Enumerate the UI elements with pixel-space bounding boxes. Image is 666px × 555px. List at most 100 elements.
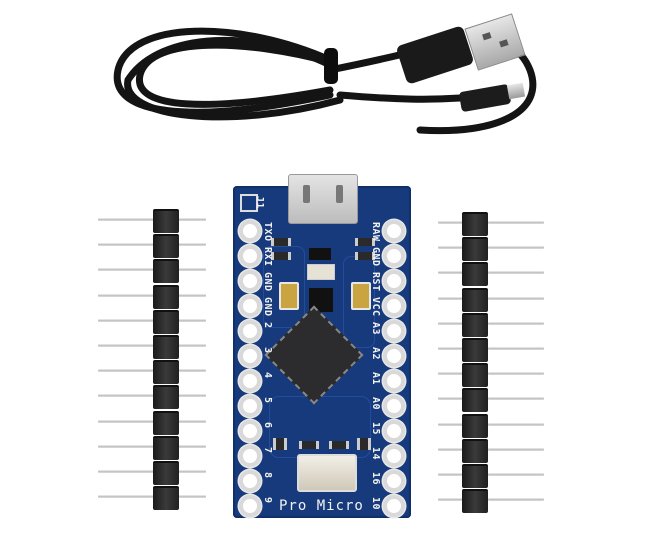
pin-label: 10 [370,497,381,511]
header-plastic-block [153,360,179,385]
header-plastic-block [462,464,488,488]
pin-hole [239,445,261,467]
smd-resistor [355,252,375,260]
header-plastic-block [153,309,179,334]
micro-usb-connector-plug [506,82,526,100]
board-title: Pro Micro [279,498,364,514]
header-plastic-block [462,237,488,262]
header-pin [96,234,206,259]
pin-hole [239,245,261,267]
header-pin [96,486,206,511]
pin-hole [383,320,405,342]
pin-label: 4 [262,372,273,379]
pin-label: RXI [262,247,273,267]
pin-label: TXO [262,222,273,242]
smd-resistor [271,252,291,260]
tantalum-capacitor-right [351,282,371,310]
header-pin [96,284,206,309]
header-plastic-block [462,413,488,438]
header-pin [436,287,546,312]
pin-hole [239,395,261,417]
pin-hole [383,295,405,317]
pin-hole [383,345,405,367]
led [357,438,371,450]
pin-label: 8 [262,472,273,479]
designator-label: J1 [254,196,265,210]
header-plastic-block [153,435,179,460]
cable-tie [324,48,338,84]
micro-usb-port [288,174,358,224]
header-pin [436,338,546,362]
header-plastic-block [462,262,488,287]
left-pin-header [96,209,206,513]
header-plastic-block [153,410,179,435]
pin-label: VCC [370,297,381,317]
pin-label: 16 [370,472,381,486]
header-plastic-block [462,287,488,312]
header-plastic-block [462,312,488,337]
header-pin [436,464,546,488]
smd-resistor [299,441,319,449]
header-pin [436,312,546,337]
header-plastic-block [153,385,179,410]
header-pin [96,360,206,385]
pin-label: 15 [370,422,381,436]
pin-hole [239,320,261,342]
pin-hole [239,420,261,442]
pin-hole [383,470,405,492]
pin-label: GND [262,297,273,317]
pin-label: A3 [370,322,381,336]
usb-cable [113,27,537,135]
header-plastic-block [462,438,488,463]
header-pin [96,461,206,485]
pin-label: A2 [370,347,381,361]
pin-label: 6 [262,422,273,429]
header-pin [96,410,206,435]
pin-hole [239,345,261,367]
pin-hole [239,270,261,292]
pin-hole [383,495,405,517]
header-pin [96,309,206,334]
header-pin [436,212,546,236]
pin-hole [239,370,261,392]
tantalum-capacitor-left [279,282,299,310]
pin-hole [383,220,405,242]
pin-hole [239,295,261,317]
header-pin [436,438,546,463]
header-plastic-block [462,212,488,236]
pin-hole [383,445,405,467]
header-plastic-block [153,259,179,284]
pin-hole [239,220,261,242]
pin-label: GND [370,247,381,267]
header-pin [96,209,206,233]
pin-hole [383,370,405,392]
header-pin [96,259,206,284]
pin-hole [383,395,405,417]
header-plastic-block [462,388,488,413]
header-pin [436,413,546,438]
pin-label: GND [262,272,273,292]
pin-label: 7 [262,447,273,454]
pin-hole [383,270,405,292]
jumper-j1-pad [240,194,258,212]
header-pin [436,388,546,413]
pin-label: 14 [370,447,381,461]
crystal-oscillator [297,454,357,492]
pin-hole [239,470,261,492]
header-plastic-block [153,335,179,359]
pin-label: 2 [262,322,273,329]
smd-resistor [329,441,349,449]
header-pin [436,363,546,388]
header-plastic-block [153,209,179,233]
header-pin [96,335,206,359]
header-pin [96,435,206,460]
header-plastic-block [462,338,488,362]
pin-label: A0 [370,397,381,411]
pin-label: 5 [262,397,273,404]
header-pin [436,262,546,287]
header-pin [96,385,206,410]
regulator-ic [309,248,331,260]
pin-hole [239,495,261,517]
